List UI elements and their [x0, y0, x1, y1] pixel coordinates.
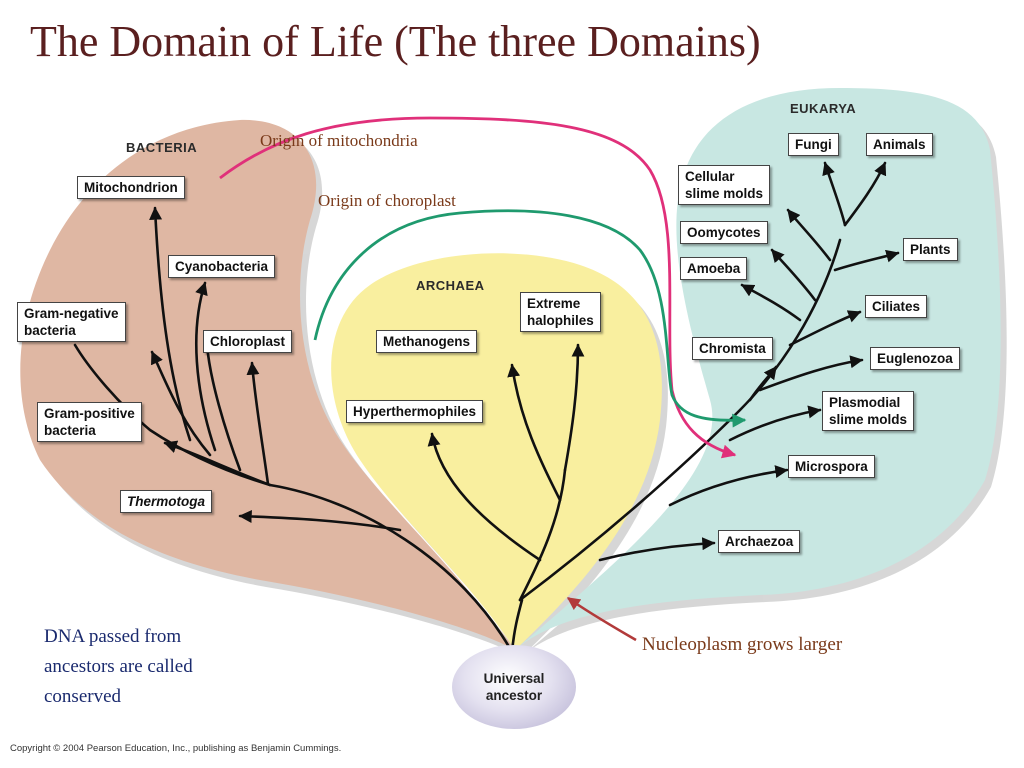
branch-chloroplast: [246, 361, 270, 486]
dna-conserved-note: DNA passed from ancestors are called con…: [44, 626, 193, 707]
branch-chromista: [748, 365, 778, 402]
branch-gram-negative: [150, 350, 212, 457]
copyright-notice: Copyright © 2004 Pearson Education, Inc.…: [10, 743, 342, 754]
leaf-cellular-slime-molds: Cellular slime molds: [678, 165, 771, 205]
branch-microspora: [668, 465, 789, 507]
eukarya-domain-label: EUKARYA: [790, 101, 857, 116]
branch-hyperthermophiles: [427, 432, 542, 562]
leaf-extreme-halophiles: Extreme halophiles: [520, 292, 601, 332]
nucleoplasm-label: Nucleoplasm grows larger: [642, 634, 843, 655]
branch-plasmodial: [728, 405, 822, 442]
chloroplast-origin-label: Origin of choroplast: [318, 191, 456, 210]
branch-euglenozoa: [758, 355, 864, 392]
leaf-euglenozoa: Euglenozoa: [870, 347, 960, 370]
nucleoplasm-arrow: [566, 596, 637, 642]
leaf-thermotoga: Thermotoga: [120, 490, 213, 513]
universal-ancestor-node: Universal ancestor: [452, 645, 576, 729]
eukarya-region: [515, 88, 1001, 650]
branch-cyanobacteria: [195, 281, 217, 452]
bacteria-trunk: [73, 343, 514, 654]
leaf-ciliates: Ciliates: [865, 295, 928, 318]
branch-thermotoga: [238, 509, 402, 532]
branch-fungi: [822, 161, 847, 227]
leaf-plants: Plants: [903, 238, 958, 261]
leaf-gram-negative: Gram-negative bacteria: [17, 302, 126, 342]
leaf-methanogens: Methanogens: [376, 330, 478, 353]
branch-halophiles: [563, 343, 585, 472]
mitochondria-origin-label: Origin of mitochondria: [260, 131, 418, 150]
leaf-animals: Animals: [866, 133, 933, 156]
bacteria-region: [20, 119, 516, 650]
leaf-chloroplast: Chloroplast: [203, 330, 293, 353]
leaf-microspora: Microspora: [788, 455, 875, 478]
branch-amoeba: [740, 283, 802, 322]
archaea-trunk: [518, 468, 567, 602]
branch-methanogens: [507, 363, 562, 502]
branch-oomycotes: [770, 248, 817, 302]
leaf-amoeba: Amoeba: [680, 257, 748, 280]
leaf-mitochondrion: Mitochondrion: [77, 176, 185, 199]
branch-slime-molds: [786, 208, 832, 262]
leaf-chromista: Chromista: [692, 337, 773, 360]
leaf-fungi: Fungi: [788, 133, 839, 156]
bacteria-domain-label: BACTERIA: [126, 140, 198, 155]
leaf-gram-positive: Gram-positive bacteria: [37, 402, 142, 442]
chloroplast-origin-arrow: [313, 209, 747, 428]
branch-bact-sub: [205, 343, 242, 472]
branch-animals: [843, 161, 887, 227]
leaf-oomycotes: Oomycotes: [680, 221, 768, 244]
leaf-archaezoa: Archaezoa: [718, 530, 801, 553]
branch-ciliates: [788, 310, 862, 347]
branch-gram-positive: [163, 440, 272, 487]
branch-archaezoa: [598, 537, 716, 562]
archaea-domain-label: ARCHAEA: [416, 278, 485, 293]
leaf-cyanobacteria: Cyanobacteria: [168, 255, 276, 278]
leaf-hyperthermophiles: Hyperthermophiles: [346, 400, 484, 423]
slide-title: The Domain of Life (The three Domains): [30, 17, 761, 66]
leaf-plasmodial-slime-molds: Plasmodial slime molds: [822, 391, 915, 431]
branch-mitochondrion: [149, 206, 192, 442]
universal-ancestor-label: Universal ancestor: [483, 671, 545, 703]
branch-plants: [833, 249, 900, 272]
